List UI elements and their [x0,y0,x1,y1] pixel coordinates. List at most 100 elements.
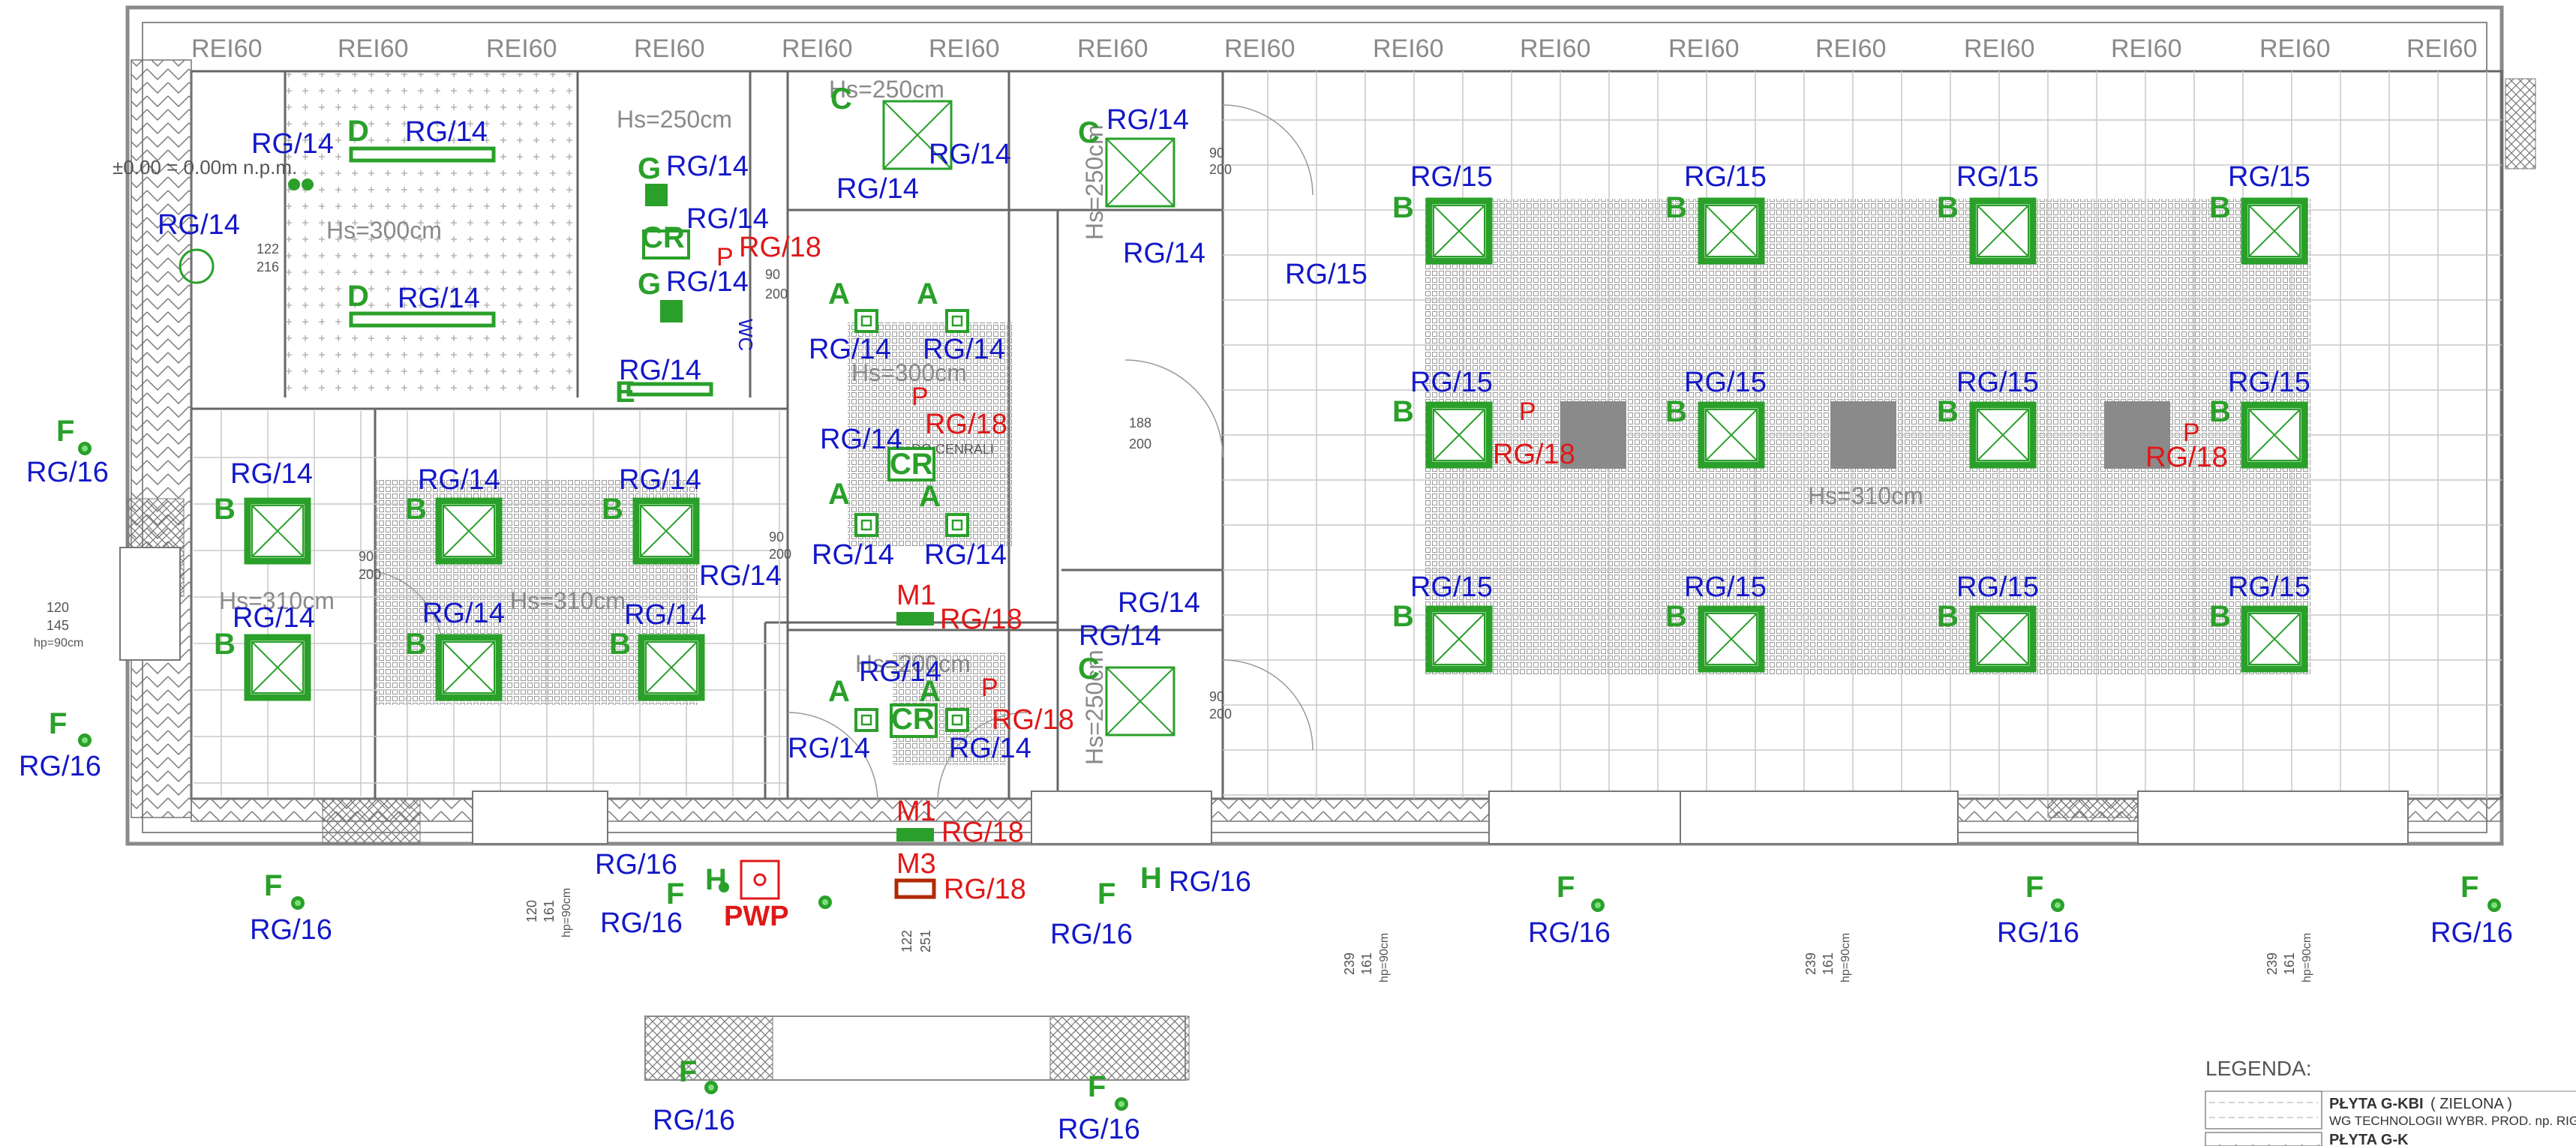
svg-text:F: F [49,707,67,740]
hs-room5: Hs=310cm [219,587,335,614]
windows [119,547,2409,844]
fire-rating-7: REI60 [1077,34,1148,63]
svg-text:CR: CR [891,703,935,736]
svg-text:RG/14: RG/14 [158,209,240,241]
luminaire-b [1429,405,1489,465]
symbol-letters: B B B B B B B B B B B B B B B B B B D D … [49,82,2478,1103]
svg-text:90: 90 [765,267,780,282]
luminaire-b [1973,405,2033,465]
svg-text:D: D [347,115,369,148]
fire-rating-6: REI60 [929,34,1000,63]
fire-rating-12: REI60 [1815,34,1887,63]
svg-text:F: F [1088,1070,1106,1103]
svg-text:RG/16: RG/16 [2430,917,2513,949]
svg-text:M1: M1 [896,580,936,611]
svg-text:RG/18: RG/18 [941,817,1024,848]
svg-text:A: A [828,478,850,511]
luminaire-b [2244,405,2304,465]
ceiling-height-labels: ±0.00 = 0.00m n.p.m. Hs=300cm Hs=250cm H… [113,76,1923,765]
svg-text:M3: M3 [896,848,936,880]
svg-text:120: 120 [524,900,539,922]
central-units [642,230,938,900]
svg-text:E: E [615,376,635,409]
svg-text:RG/16: RG/16 [1169,866,1251,898]
hs-room4: Hs=250cm [1081,124,1108,240]
svg-text:F: F [56,415,74,448]
svg-text:F: F [666,878,684,910]
svg-text:216: 216 [257,260,279,274]
fire-rating-14: REI60 [2111,34,2182,63]
hs-room6: Hs=310cm [510,587,626,614]
svg-text:RG/14: RG/14 [812,539,894,571]
svg-text:RG/18: RG/18 [1493,439,1575,470]
fire-rating-8: REI60 [1224,34,1296,63]
hs-room1: Hs=300cm [326,217,442,244]
hs-room2: Hs=250cm [617,106,732,133]
svg-text:161: 161 [1359,952,1374,975]
legend-title: LEGENDA: [2205,1057,2312,1080]
wc-label: WC [734,319,757,351]
svg-text:188: 188 [1129,416,1151,430]
svg-text:RG/14: RG/14 [836,173,919,205]
svg-text:RG/16: RG/16 [26,457,109,488]
svg-text:122: 122 [899,930,914,952]
svg-text:161: 161 [542,900,557,922]
svg-text:B: B [2209,600,2231,633]
svg-text:RG/18: RG/18 [739,232,821,263]
svg-text:P: P [2183,418,2200,447]
svg-text:G: G [638,268,661,301]
fire-rating-1: REI60 [191,34,263,63]
rg15-label: RG/15 [1285,259,1368,290]
svg-text:B: B [214,628,236,661]
svg-text:251: 251 [918,930,933,952]
svg-text:hp=90cm: hp=90cm [2301,933,2313,982]
svg-text:RG/16: RG/16 [653,1105,735,1136]
svg-text:200: 200 [1209,162,1232,177]
rg15-label: RG/15 [2228,161,2310,193]
rg15-label: RG/15 [1684,367,1767,398]
svg-text:RG/14: RG/14 [251,128,334,160]
svg-text:C: C [830,82,852,116]
rg15-label: RG/15 [1956,572,2039,603]
svg-text:P: P [981,674,998,702]
svg-text:F: F [1097,878,1115,910]
svg-text:RG/14: RG/14 [624,599,707,631]
hs-room8: Hs=250cm [1081,650,1108,765]
svg-text:B: B [602,493,623,526]
svg-text:CR: CR [641,221,685,254]
svg-text:B: B [1665,600,1687,633]
svg-text:C: C [1078,652,1100,686]
rg15-label: RG/15 [1956,367,2039,398]
fire-rating-2: REI60 [338,34,409,63]
luminaire-b [439,638,499,698]
luminaire-b [2244,201,2304,261]
luminaires-type-d [349,146,713,397]
luminaire-b [1429,609,1489,669]
svg-text:B: B [214,493,236,526]
fire-rating-3: REI60 [486,34,557,63]
luminaire-b [641,638,701,698]
svg-text:B: B [1937,191,1959,224]
svg-text:RG/16: RG/16 [600,908,683,939]
svg-text:A: A [917,278,938,310]
luminaire-b [1973,609,2033,669]
svg-text:RG/14: RG/14 [859,656,941,688]
svg-text:F: F [1557,871,1575,904]
svg-text:RG/16: RG/16 [19,751,101,782]
svg-text:RG/14: RG/14 [809,334,891,365]
svg-text:hp=90cm: hp=90cm [34,637,83,650]
fire-rating-5: REI60 [782,34,853,63]
svg-text:90: 90 [769,530,784,544]
svg-text:RG/14: RG/14 [788,733,870,764]
luminaire-b [636,501,696,561]
svg-text:RG/14: RG/14 [230,458,313,490]
svg-text:B: B [405,493,427,526]
svg-text:RG/14: RG/14 [949,733,1031,764]
svg-text:RG/18: RG/18 [944,874,1026,905]
rg15-label: RG/15 [1684,161,1767,193]
svg-text:G: G [638,152,661,185]
svg-text:hp=90cm: hp=90cm [1378,933,1391,982]
svg-text:RG/14: RG/14 [418,464,500,496]
svg-text:RG/14: RG/14 [398,283,480,314]
